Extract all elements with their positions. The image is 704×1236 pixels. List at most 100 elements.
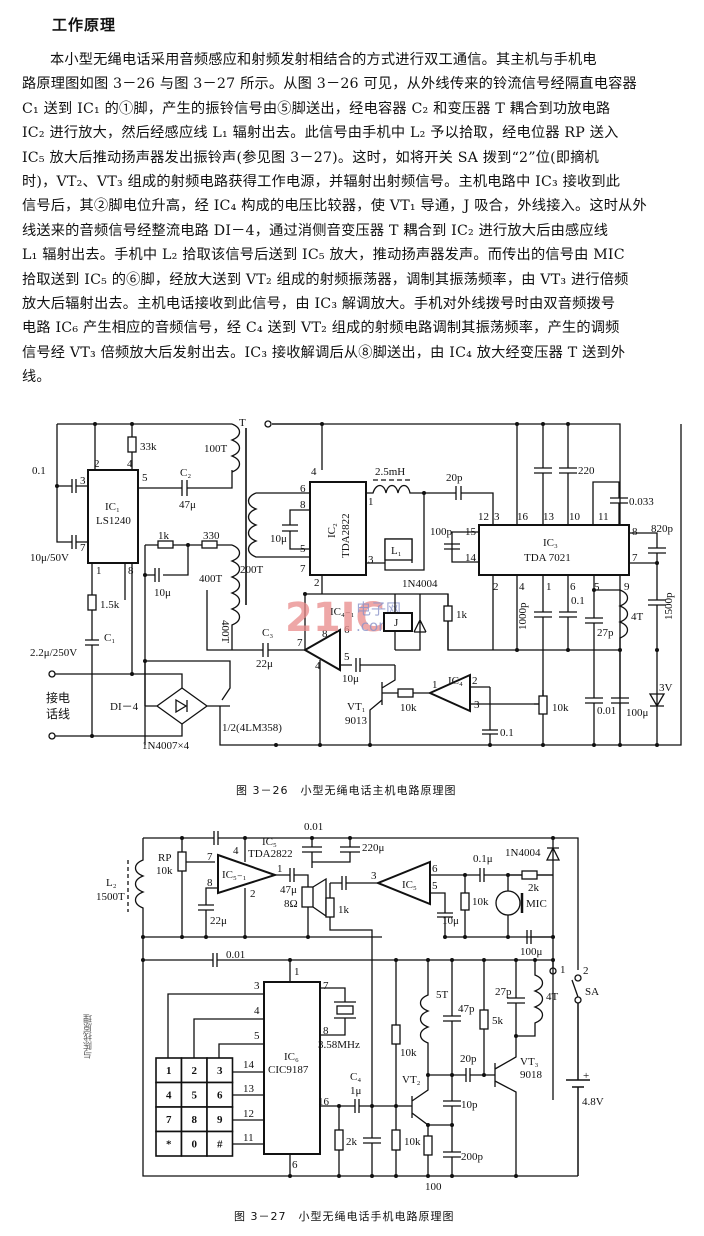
svg-text:3: 3 [371,870,377,882]
svg-text:22μ: 22μ [256,658,273,670]
svg-text:4T: 4T [546,991,559,1003]
svg-text:1: 1 [294,966,300,978]
svg-text:2: 2 [94,458,100,470]
svg-text:10μ: 10μ [154,587,171,599]
svg-text:VT₂: VT₂ [402,1074,421,1086]
paragraph-line: IC₂ 进行放大，然后经感应线 L₁ 辐射出去。此信号由手机中 L₂ 予以拾取，… [22,125,619,142]
keypad-key[interactable] [206,1130,234,1157]
svg-text:5: 5 [254,1030,260,1042]
paragraph-line: IC₅ 放大后推动扬声器发出振铃声(参见图 3－27)。这时，如将开关 SA 拨… [22,149,599,166]
svg-text:8: 8 [128,565,134,577]
svg-text:5T: 5T [436,989,449,1001]
svg-text:0.1: 0.1 [500,727,514,739]
figure-3-27-caption: 图 3－27 小型无绳电话手机电路原理图 [234,1210,455,1223]
watermark-logo: 21IC [285,595,385,641]
paragraph-line: C₁ 送到 IC₁ 的①脚，产生的振铃信号由⑤脚送出，经电容器 C₂ 和变压器 … [22,100,611,117]
svg-text:10k: 10k [552,702,569,714]
paragraph-line: 线送来的音频信号经整流电路 DI－4，通过消侧音变压器 T 耦合到 IC₂ 进行… [22,222,609,239]
keypad-key-label: 0 [192,1139,198,1151]
svg-text:7: 7 [80,542,86,554]
svg-text:3.58MHz: 3.58MHz [318,1039,360,1051]
crystal-icon [336,1005,354,1015]
svg-text:4: 4 [127,458,133,470]
svg-text:2: 2 [250,888,256,900]
svg-text:100p: 100p [430,526,453,538]
svg-text:1.5k: 1.5k [100,599,120,611]
svg-text:6: 6 [300,483,306,495]
svg-text:IC₅: IC₅ [402,879,417,891]
svg-text:1000p: 1000p [517,602,529,630]
svg-text:7: 7 [207,851,213,863]
svg-text:0.01: 0.01 [304,821,323,833]
paragraph-line: 放大后辐射出去。主机电话接收到此信号，由 IC₃ 解调放大。手机对外线拨号时由双… [22,296,616,313]
svg-text:5: 5 [142,472,148,484]
svg-text:CIC9187: CIC9187 [268,1064,309,1076]
svg-text:22μ: 22μ [210,915,227,927]
svg-text:200p: 200p [461,1151,484,1163]
svg-text:10μ: 10μ [342,673,359,685]
svg-text:0.01: 0.01 [226,949,245,961]
svg-text:1: 1 [277,863,283,875]
margin-note: 与陈找原理 [84,1014,94,1059]
svg-text:C₃: C₃ [262,627,273,639]
microphone-icon [495,890,521,916]
svg-text:4T: 4T [631,611,644,623]
svg-text:10μ: 10μ [270,533,287,545]
svg-text:12: 12 [243,1108,254,1120]
svg-text:2: 2 [583,965,589,977]
keypad-key-label: 2 [192,1065,198,1077]
svg-text:1: 1 [96,565,102,577]
svg-text:IC₆: IC₆ [284,1051,299,1063]
ic5-amplifier [375,860,431,906]
svg-text:2.2μ/250V: 2.2μ/250V [30,647,77,659]
svg-text:3: 3 [368,554,374,566]
svg-text:5: 5 [344,651,350,663]
svg-text:4: 4 [315,660,321,672]
svg-text:3: 3 [474,699,480,711]
svg-text:11: 11 [243,1132,254,1144]
ic2-tda2822 [309,481,367,576]
svg-text:12: 12 [478,511,489,523]
svg-text:20p: 20p [460,1053,477,1065]
svg-text:1μ: 1μ [350,1085,362,1097]
svg-text:4.8V: 4.8V [582,1096,604,1108]
keypad-key-label: 5 [192,1090,198,1102]
svg-text:4: 4 [233,845,239,857]
svg-text:7: 7 [632,552,638,564]
svg-text:7: 7 [297,637,303,649]
relay-j [383,612,413,632]
svg-text:C₁: C₁ [104,632,115,644]
svg-text:8: 8 [632,526,638,538]
svg-text:2: 2 [493,581,499,593]
svg-text:100T: 100T [204,443,228,455]
svg-text:TDA2822: TDA2822 [248,848,293,860]
svg-text:47μ: 47μ [179,499,196,511]
paragraph-line: 拾取送到 IC₅ 的⑥脚，经放大送到 VT₂ 组成的射频振荡器，调制其振荡频率，… [22,271,629,288]
svg-text:6: 6 [570,581,576,593]
paragraph-line: L₁ 辐射出去。手机中 L₂ 拾取该信号后送到 IC₅ 放大，推动扬声器发声。而… [22,247,625,264]
svg-text:IC₃: IC₃ [543,537,558,549]
keypad-key[interactable] [206,1106,234,1133]
svg-text:7: 7 [323,980,329,992]
svg-text:1500p: 1500p [663,592,675,620]
svg-text:220μ: 220μ [362,842,385,854]
svg-text:47p: 47p [458,1003,475,1015]
svg-text:C₂: C₂ [180,467,191,479]
svg-text:VT₃: VT₃ [520,1056,539,1068]
speaker-icon [301,886,314,908]
svg-text:DI－4: DI－4 [110,701,139,713]
paragraph-line: 本小型无绳电话采用音频感应和射频发射相结合的方式进行双工通信。其主机与手机电 [50,52,597,68]
keypad-key[interactable] [155,1130,183,1157]
svg-text:8: 8 [300,499,306,511]
svg-text:11: 11 [598,511,609,523]
svg-text:1500T: 1500T [96,891,125,903]
svg-text:IC₂: IC₂ [326,523,338,538]
svg-text:400T: 400T [199,573,223,585]
svg-text:TDA2822: TDA2822 [340,513,352,558]
svg-text:0.1μ: 0.1μ [473,853,493,865]
ic3-tda7021 [478,524,630,576]
svg-text:16: 16 [517,511,529,523]
figure-3-26-caption: 图 3－26 小型无绳电话主机电路原理图 [236,784,457,797]
svg-text:接电: 接电 [46,690,70,705]
svg-text:27p: 27p [597,627,614,639]
